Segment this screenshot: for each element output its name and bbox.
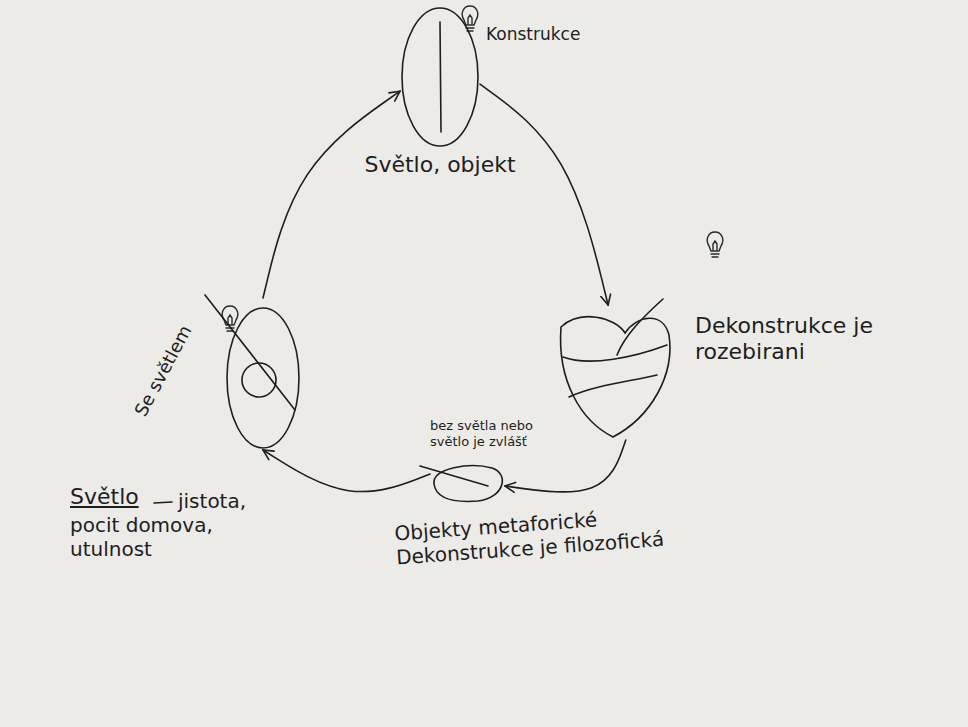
shape-outline xyxy=(430,462,505,502)
hand-stroke xyxy=(227,308,299,448)
hand-stroke xyxy=(440,22,441,132)
note-text: jistota, pocit domova, utulnost xyxy=(70,489,250,561)
shape-outline xyxy=(222,298,304,450)
hand-stroke xyxy=(402,8,478,146)
cycle-arrow xyxy=(263,91,400,298)
dash-stroke xyxy=(154,502,172,503)
hand-stroke xyxy=(569,375,657,397)
metaphor-shape: bez světla nebo světlo je zvlášťObjekty … xyxy=(430,462,505,502)
shape-caption: Dekonstrukce je rozebirani xyxy=(695,313,875,366)
deconstruction-shape: Dekonstrukce je rozebirani xyxy=(555,305,673,440)
shape-caption: Světlo, objekt xyxy=(360,152,520,178)
shape-outline xyxy=(555,305,673,440)
cycle-arrow xyxy=(480,84,608,305)
hand-stroke xyxy=(563,345,667,361)
shape-note: bez světla nebo světlo je zvlášť xyxy=(430,418,555,449)
light-shape: Se světlem xyxy=(222,298,304,450)
hand-stroke xyxy=(617,299,663,355)
cycle-arrow xyxy=(263,450,430,492)
hand-stroke xyxy=(420,466,488,486)
lightbulb-icon xyxy=(707,232,723,257)
hand-stroke xyxy=(205,295,295,410)
hand-stroke xyxy=(561,317,670,437)
construction-shape: KonstrukceSvětlo, objekt xyxy=(400,6,480,148)
hand-stroke xyxy=(434,466,502,502)
shape-title: Konstrukce xyxy=(486,24,580,44)
shape-caption: Se světlem xyxy=(127,316,199,425)
lightbulb-icon xyxy=(462,6,478,31)
shape-caption: Objekty metaforické Dekonstrukce je filo… xyxy=(394,499,727,570)
shape-outline xyxy=(400,6,480,148)
legend-heading: Světlo xyxy=(70,484,139,510)
